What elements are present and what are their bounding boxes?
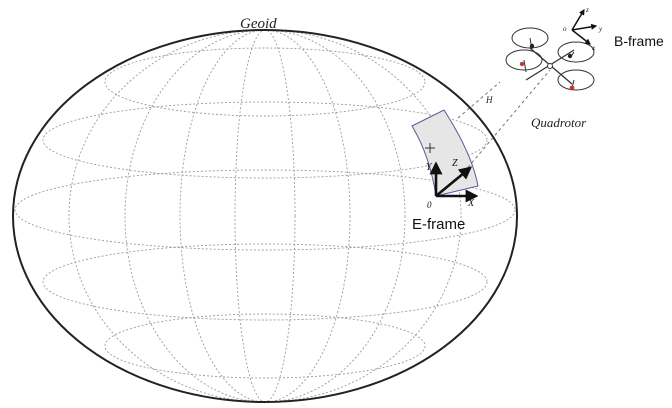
quadrotor-center (547, 63, 553, 69)
meridian (179, 30, 351, 402)
b-frame-label: B-frame (614, 33, 664, 49)
geoid-label: Geoid (240, 16, 277, 32)
equator (14, 169, 516, 251)
meridian (68, 30, 462, 402)
e-axis-y-label: Y (426, 162, 433, 173)
parallel (104, 313, 426, 379)
rotor-shaft (523, 59, 527, 73)
e-axis-x-label: X (467, 198, 475, 209)
b-axis-x (571, 29, 591, 45)
rotor-disc (557, 69, 595, 91)
height-tick (457, 81, 501, 119)
e-frame-label: E-frame (412, 216, 465, 233)
e-origin-label: 0 (427, 200, 432, 210)
motor (569, 85, 575, 91)
rotor-disc (557, 41, 595, 63)
b-frame-axes (571, 8, 598, 45)
motor (519, 61, 525, 67)
quadrotor-label: Quadrotor (531, 115, 587, 130)
rotor-disc (505, 49, 543, 71)
parallel (42, 243, 488, 321)
motor (567, 53, 573, 59)
e-frame-axes (429, 161, 479, 203)
meridian (124, 30, 406, 402)
e-axis-z-label: Z (452, 158, 458, 169)
height-label: H (485, 95, 493, 105)
motor (529, 43, 535, 49)
b-axis-x-label: x (591, 44, 596, 52)
b-axis-y (571, 23, 598, 31)
b-axis-z-label: z (585, 6, 589, 14)
b-axis-y-label: y (598, 25, 603, 33)
height-line (463, 69, 551, 173)
meridian (234, 30, 296, 402)
b-axis-z (571, 8, 585, 31)
local-surface-patch (411, 109, 479, 197)
e-axis-z (435, 166, 473, 198)
graticule (14, 30, 516, 402)
parallel (104, 47, 426, 117)
parallel (42, 101, 488, 179)
geoid-outline (12, 29, 518, 403)
b-origin-label: o (563, 25, 567, 33)
rotor-disc (511, 27, 549, 49)
quadrotor (505, 27, 595, 91)
